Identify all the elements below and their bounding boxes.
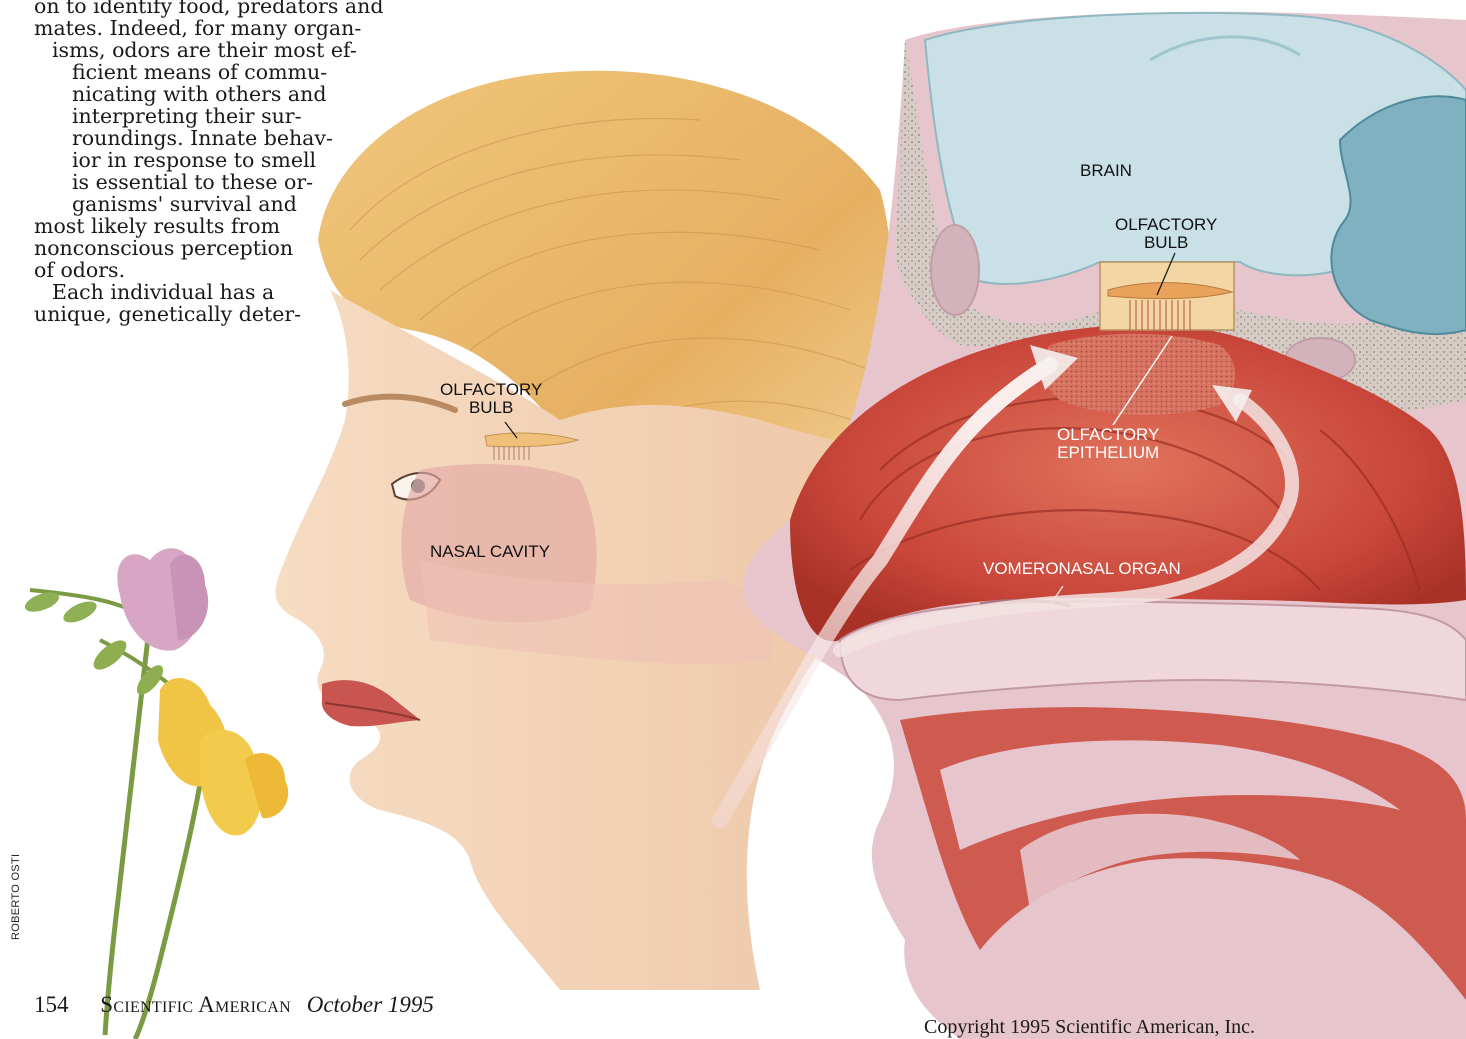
text-line: nicating with others and xyxy=(72,82,326,106)
text-line: interpreting their sur- xyxy=(72,104,302,128)
page-number: 154 xyxy=(34,992,69,1017)
label-olfactory-epithelium: OLFACTORY EPITHELIUM xyxy=(1057,426,1159,462)
copyright-notice: Copyright 1995 Scientific American, Inc. xyxy=(924,1016,1255,1039)
freesia-flower xyxy=(22,548,288,1039)
page-footer: 154 Scientific American October 1995 xyxy=(34,992,434,1018)
text-line: nonconscious perception xyxy=(34,236,293,260)
text-line: most likely results from xyxy=(34,214,280,238)
text-line: mates. Indeed, for many organ- xyxy=(34,16,361,40)
label-nasal-cavity: NASAL CAVITY xyxy=(430,543,550,561)
text-line: Each individual has a xyxy=(52,280,274,304)
text-line: isms, odors are their most ef- xyxy=(52,38,357,62)
label-line: OLFACTORY xyxy=(440,381,542,399)
olfactory-epithelium xyxy=(1043,334,1235,415)
label-olfactory-bulb-left: OLFACTORY BULB xyxy=(440,381,542,417)
text-line: ganisms' survival and xyxy=(72,192,297,216)
text-line: roundings. Innate behav- xyxy=(72,126,333,150)
label-line: OLFACTORY xyxy=(1115,216,1217,234)
text-line: unique, genetically deter- xyxy=(34,302,301,326)
text-line: ior in response to smell xyxy=(72,148,316,172)
illustration-credit: ROBERTO OSTI xyxy=(10,854,22,940)
label-line: EPITHELIUM xyxy=(1057,444,1159,462)
label-brain: BRAIN xyxy=(1080,162,1132,180)
label-line: OLFACTORY xyxy=(1057,426,1159,444)
label-olfactory-bulb-right: OLFACTORY BULB xyxy=(1115,216,1217,252)
issue-date: October 1995 xyxy=(307,992,434,1017)
label-line: BULB xyxy=(440,399,542,417)
label-line: BULB xyxy=(1115,234,1217,252)
text-line: ficient means of commu- xyxy=(72,60,327,84)
magazine-name: Scientific American xyxy=(100,992,291,1017)
text-line: of odors. xyxy=(34,258,125,282)
label-vomeronasal-organ: VOMERONASAL ORGAN xyxy=(983,560,1181,578)
text-line: is essential to these or- xyxy=(72,170,313,194)
